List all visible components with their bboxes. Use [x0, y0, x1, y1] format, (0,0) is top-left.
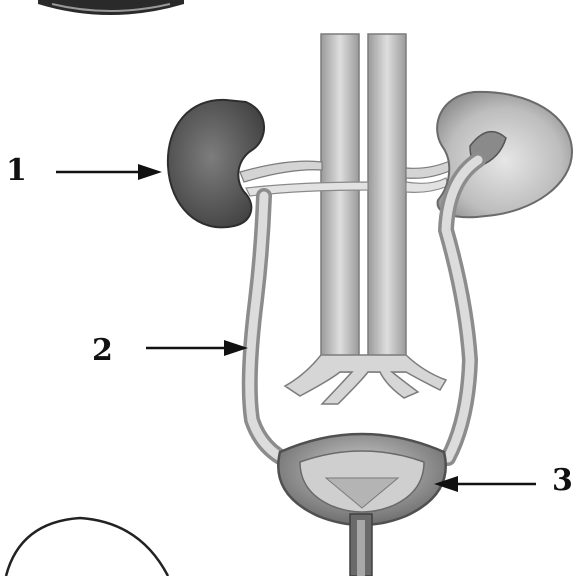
pointer-arrow-3	[434, 476, 536, 492]
urinary-bladder	[278, 434, 445, 576]
iliac-branches	[285, 355, 446, 404]
pointer-arrow-1	[56, 164, 162, 180]
left-kidney	[168, 100, 264, 227]
great-vessels	[285, 34, 446, 404]
aorta	[321, 34, 359, 372]
bottom-left-partial-circle	[6, 518, 168, 576]
right-renal-vessel-lower	[406, 178, 448, 192]
label-1: 1	[6, 156, 27, 186]
top-partial-shape	[38, 0, 184, 15]
left-renal-vessel-upper	[240, 161, 322, 182]
urethra-lumen	[357, 520, 365, 576]
vena-cava	[368, 34, 406, 372]
label-2: 2	[92, 336, 113, 366]
pointer-arrow-2	[146, 340, 248, 356]
label-3: 3	[552, 466, 573, 496]
